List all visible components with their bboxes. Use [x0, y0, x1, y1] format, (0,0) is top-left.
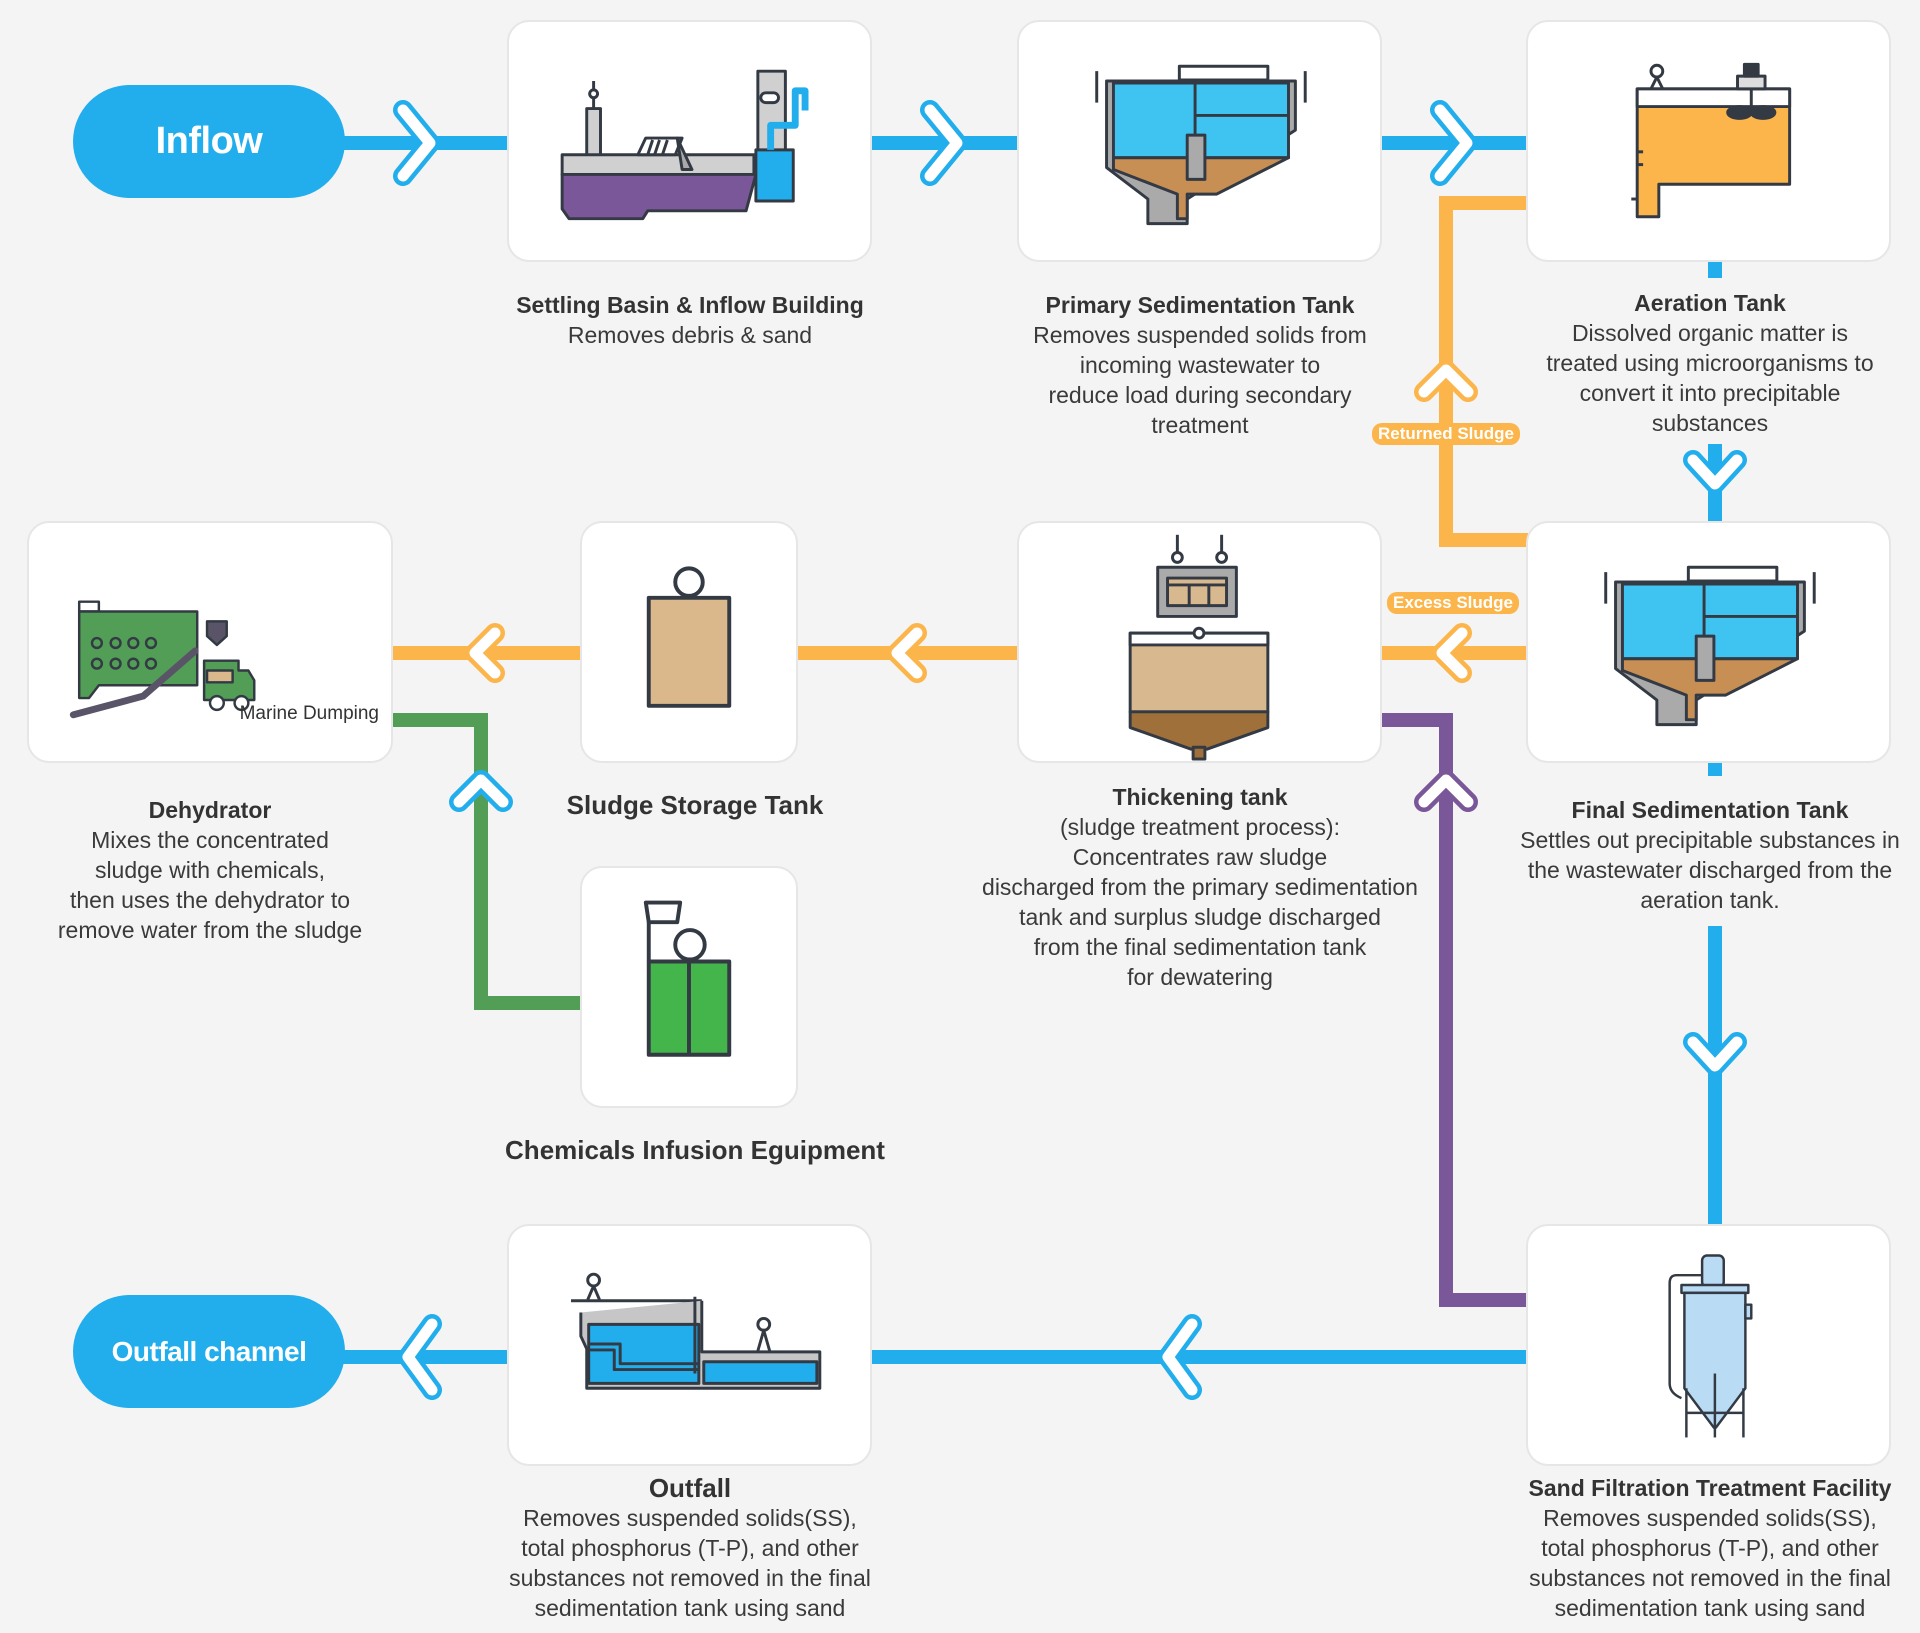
stage-title: Thickening tank	[1112, 784, 1288, 810]
settling-basin-icon	[560, 69, 809, 221]
chemicals-infusion-card[interactable]	[580, 866, 798, 1108]
settling-basin-card[interactable]	[507, 20, 872, 262]
stage-description: Removes debris & sand	[567, 322, 813, 348]
chevron-left-icon	[398, 1314, 442, 1400]
stage-description: Dissolved organic matter is treated usin…	[1546, 320, 1874, 436]
final-sedimentation-card[interactable]	[1526, 521, 1891, 763]
chemicals-infusion-title: Chemicals Infusion Eguipment	[505, 1135, 885, 1165]
chevron-right-icon	[1430, 100, 1477, 186]
final-sedimentation-caption: Final Sedimentation Tank Settles out pre…	[1480, 795, 1920, 915]
sludge-storage-title: Sludge Storage Tank	[566, 790, 824, 820]
flow-line-chemicals	[393, 713, 580, 1010]
stage-description: Removes suspended solids(SS), total phos…	[509, 1505, 871, 1621]
aeration-tank-icon	[1631, 62, 1792, 219]
stage-description: Mixes the concentrated sludge with chemi…	[57, 827, 363, 943]
stage-title: Final Sedimentation Tank	[1571, 797, 1849, 823]
stage-title: Aeration Tank	[1634, 290, 1786, 316]
dehydrator-caption: Dehydrator Mixes the concentrated sludge…	[20, 795, 400, 945]
sludge-storage-icon	[646, 566, 732, 708]
outfall-card[interactable]	[507, 1224, 872, 1466]
thickening-tank-card[interactable]	[1017, 521, 1382, 763]
chemicals-infusion-icon	[643, 900, 732, 1057]
dehydrator-card[interactable]: Marine Dumping	[27, 521, 393, 763]
thickening-tank-icon	[1128, 534, 1270, 761]
stage-title: Settling Basin & Inflow Building	[516, 292, 864, 318]
chevron-left-icon	[1432, 623, 1472, 683]
aeration-tank-caption: Aeration Tank Dissolved organic matter i…	[1495, 288, 1920, 438]
returned-sludge-label: Returned Sludge	[1372, 423, 1521, 445]
chevron-right-icon	[920, 100, 967, 186]
stage-description: Removes suspended solids(SS), total phos…	[1529, 1505, 1891, 1621]
stage-description: (sludge treatment process): Concentrates…	[982, 814, 1418, 990]
stage-description: Removes suspended solids from incoming w…	[1033, 322, 1367, 438]
chevron-left-icon	[1158, 1314, 1202, 1400]
primary-sedimentation-caption: Primary Sedimentation Tank Removes suspe…	[980, 290, 1420, 440]
sand-filtration-card[interactable]	[1526, 1224, 1891, 1466]
sludge-storage-card[interactable]	[580, 521, 798, 763]
sedimentation-tank-icon	[1604, 565, 1816, 727]
stage-title: Dehydrator	[148, 797, 272, 823]
excess-sludge-label: Excess Sludge	[1387, 592, 1520, 614]
chevron-down-icon	[1683, 1032, 1747, 1076]
aeration-tank-card[interactable]	[1526, 20, 1891, 262]
stage-description: Settles out precipitable substances in t…	[1520, 827, 1900, 913]
chevron-down-icon	[1683, 450, 1747, 494]
outfall-channel-terminal: Outfall channel	[73, 1295, 345, 1408]
sedimentation-tank-icon	[1095, 64, 1307, 226]
sand-filter-icon	[1668, 1254, 1753, 1438]
outfall-icon	[570, 1272, 822, 1390]
thickening-tank-caption: Thickening tank (sludge treatment proces…	[960, 782, 1440, 992]
inflow-terminal: Inflow	[73, 85, 345, 198]
outfall-caption: Outfall Removes suspended solids(SS), to…	[470, 1473, 910, 1623]
chevron-left-icon	[887, 623, 927, 683]
stage-title: Primary Sedimentation Tank	[1045, 292, 1355, 318]
chevron-up-icon	[449, 770, 513, 812]
chevron-up-icon	[1414, 360, 1478, 402]
settling-basin-caption: Settling Basin & Inflow Building Removes…	[470, 290, 910, 350]
chevron-up-icon	[1414, 770, 1478, 812]
stage-title: Sand Filtration Treatment Facility	[1528, 1475, 1892, 1501]
dehydrator-truck-icon	[69, 600, 256, 719]
flow-line-backwash	[1382, 713, 1528, 1307]
marine-dumping-label: Marine Dumping	[239, 703, 379, 724]
stage-title: Outfall	[648, 1473, 732, 1503]
primary-sedimentation-card[interactable]	[1017, 20, 1382, 262]
chevron-right-icon	[393, 100, 440, 186]
chevron-left-icon	[465, 623, 505, 683]
sand-filtration-caption: Sand Filtration Treatment Facility Remov…	[1480, 1473, 1920, 1623]
